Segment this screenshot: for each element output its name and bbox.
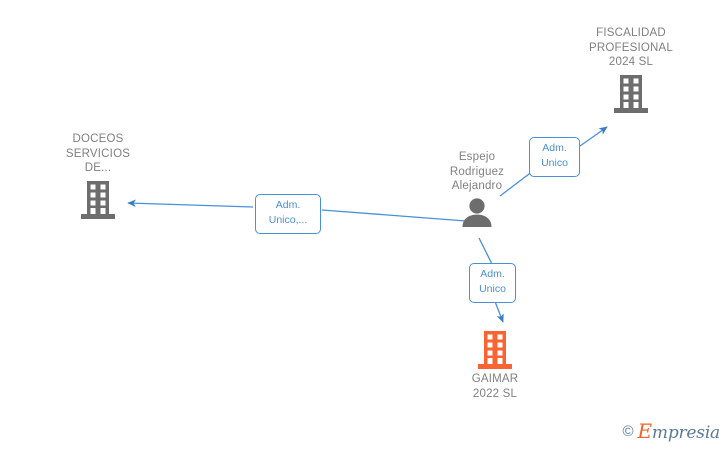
node-doceos[interactable]: DOCEOS SERVICIOS DE... xyxy=(28,132,168,220)
brand-name: Empresia xyxy=(638,421,721,442)
building-icon xyxy=(81,180,115,219)
node-fiscalidad-label: FISCALIDAD PROFESIONAL 2024 SL xyxy=(589,27,673,68)
copyright-icon: © xyxy=(622,423,634,440)
node-gaimar-label: GAIMAR 2022 SL xyxy=(471,373,519,400)
node-person-label: Espejo Rodriguez Alejandro xyxy=(449,151,505,192)
node-person[interactable]: Espejo Rodriguez Alejandro xyxy=(407,150,547,227)
node-gaimar[interactable]: GAIMAR 2022 SL xyxy=(425,330,565,401)
edge-label-person-fiscalidad[interactable]: Adm. Unico xyxy=(529,137,580,177)
person-icon xyxy=(462,197,492,227)
edge-person-fiscalidad[interactable] xyxy=(499,126,608,197)
edge-person-doceos[interactable] xyxy=(127,199,467,222)
building-icon xyxy=(614,74,648,113)
edge-label-person-gaimar[interactable]: Adm. Unico xyxy=(469,263,516,303)
empresia-watermark: © Empresia xyxy=(622,421,720,442)
building-icon-highlighted xyxy=(478,331,512,369)
node-fiscalidad[interactable]: FISCALIDAD PROFESIONAL 2024 SL xyxy=(561,26,701,114)
brand-rest: mpresia xyxy=(651,423,720,443)
edge-label-person-doceos[interactable]: Adm. Unico,... xyxy=(255,194,321,234)
brand-initial: E xyxy=(637,419,653,443)
node-doceos-label: DOCEOS SERVICIOS DE... xyxy=(65,133,131,174)
